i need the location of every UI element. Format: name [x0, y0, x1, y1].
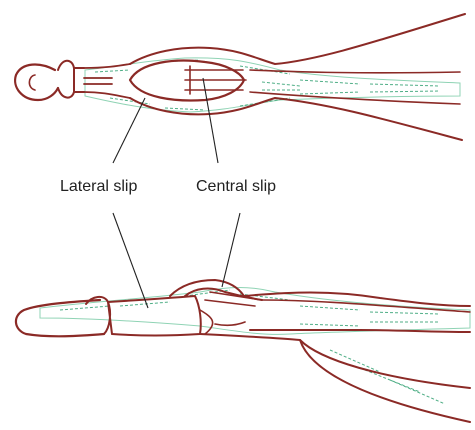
lateral-middle-phalanx-outline [108, 296, 201, 336]
lateral-slip-leader-top [113, 98, 145, 163]
lateral-lower-band-fill [300, 336, 470, 418]
central-slip-label: Central slip [196, 178, 276, 195]
dorsal-lower-contour [130, 98, 462, 140]
dorsal-dip-joint-outline [58, 61, 84, 98]
dorsal-fingertip-inner [29, 75, 35, 90]
dorsal-fingertip-outline [15, 65, 58, 100]
lateral-upper-tendon-line [262, 300, 470, 312]
central-slip-leader-bottom [222, 213, 240, 287]
dorsal-view-illustration [15, 14, 465, 140]
lateral-tendon-hatching [60, 290, 445, 404]
dorsal-central-slip-lines [185, 66, 246, 94]
lateral-slip-label: Lateral slip [60, 178, 137, 195]
lateral-lower-branch-lower [300, 340, 470, 422]
dorsal-upper-contour [130, 14, 465, 64]
lateral-view-illustration [16, 280, 470, 422]
lateral-lower-branch-upper [200, 334, 470, 388]
lateral-slip-leader-bottom [113, 213, 148, 308]
